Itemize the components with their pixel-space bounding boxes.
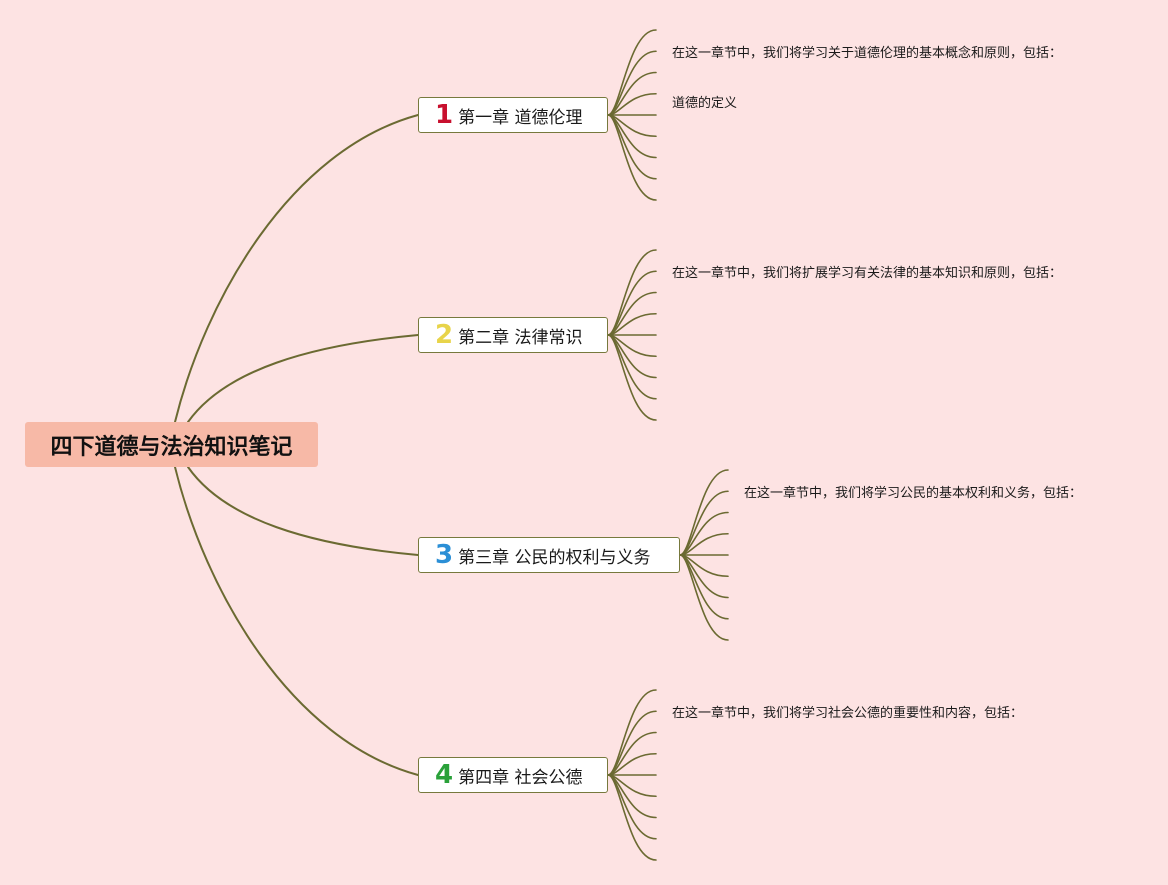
chapter-4-number: 4	[435, 760, 454, 790]
root-to-chapter-2-branch	[187, 334, 419, 423]
chapter-2-topic[interactable]: 2 第二章 法律常识	[418, 317, 608, 353]
chapter-1-label: 第一章 道德伦理	[458, 107, 583, 128]
chapter-3-leaf-line-9	[679, 554, 729, 641]
root-to-chapter-1-branch	[174, 114, 419, 423]
chapter-4-leaf-1[interactable]: 在这一章节中，我们将学习社会公德的重要性和内容，包括：	[672, 706, 1024, 721]
chapter-4-label: 第四章 社会公德	[458, 767, 583, 788]
chapter-2-leaf-1[interactable]: 在这一章节中，我们将扩展学习有关法律的基本知识和原则，包括：	[672, 266, 1063, 281]
root-to-chapter-4-branch	[174, 466, 419, 776]
chapter-1-topic[interactable]: 1 第一章 道德伦理	[418, 97, 608, 133]
chapter-1-number: 1	[435, 100, 454, 130]
chapter-4-leaf-line-9	[607, 774, 657, 861]
root-topic[interactable]: 四下道德与法治知识笔记	[25, 422, 318, 467]
chapter-1-leaf-2[interactable]: 道德的定义	[672, 96, 738, 111]
chapter-3-leaf-1[interactable]: 在这一章节中，我们将学习公民的基本权利和义务，包括：	[744, 486, 1083, 501]
chapter-4-topic[interactable]: 4 第四章 社会公德	[418, 757, 608, 793]
chapter-3-topic[interactable]: 3 第三章 公民的权利与义务	[418, 537, 680, 573]
chapter-2-label: 第二章 法律常识	[458, 327, 583, 348]
chapter-2-leaf-line-9	[607, 334, 657, 421]
chapter-3-label: 第三章 公民的权利与义务	[458, 547, 651, 568]
chapter-2-number: 2	[435, 320, 454, 350]
chapter-1-leaf-line-9	[607, 114, 657, 201]
chapter-3-number: 3	[435, 540, 454, 570]
root-topic-label: 四下道德与法治知识笔记	[50, 434, 293, 460]
chapter-1-leaf-1[interactable]: 在这一章节中，我们将学习关于道德伦理的基本概念和原则，包括：	[672, 46, 1063, 61]
root-to-chapter-3-branch	[187, 466, 419, 556]
